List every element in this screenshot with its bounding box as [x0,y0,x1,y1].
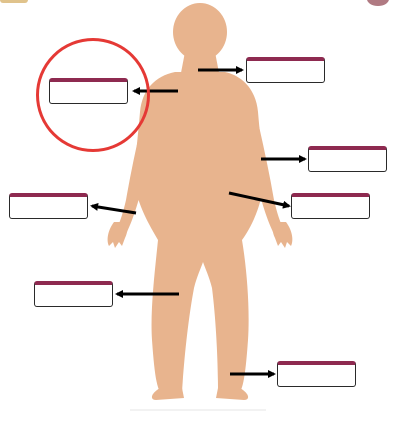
right-arm-shape [245,96,283,234]
left-foot-shape [151,388,184,400]
label-box-waist[interactable] [291,193,370,219]
human-body-silhouette [107,3,293,400]
right-foot-shape [216,388,249,400]
label-box-thigh[interactable] [34,281,113,307]
corner-decoration [0,0,28,3]
corner-decoration [367,0,389,6]
label-box-wrist[interactable] [9,193,88,219]
torso-shape [134,72,264,392]
left-hand-shape [107,222,128,248]
arrow-wrist [90,202,137,215]
right-hand-shape [272,222,293,248]
label-box-shoulder[interactable] [49,78,128,104]
left-arm-shape [117,96,155,234]
pointer-arrows [90,66,307,378]
label-box-neck[interactable] [246,57,325,83]
label-box-ankle[interactable] [277,361,356,387]
highlight-circle [36,38,150,152]
arrow-waist [228,191,291,209]
label-box-elbow[interactable] [308,146,387,172]
head-shape [173,3,227,61]
